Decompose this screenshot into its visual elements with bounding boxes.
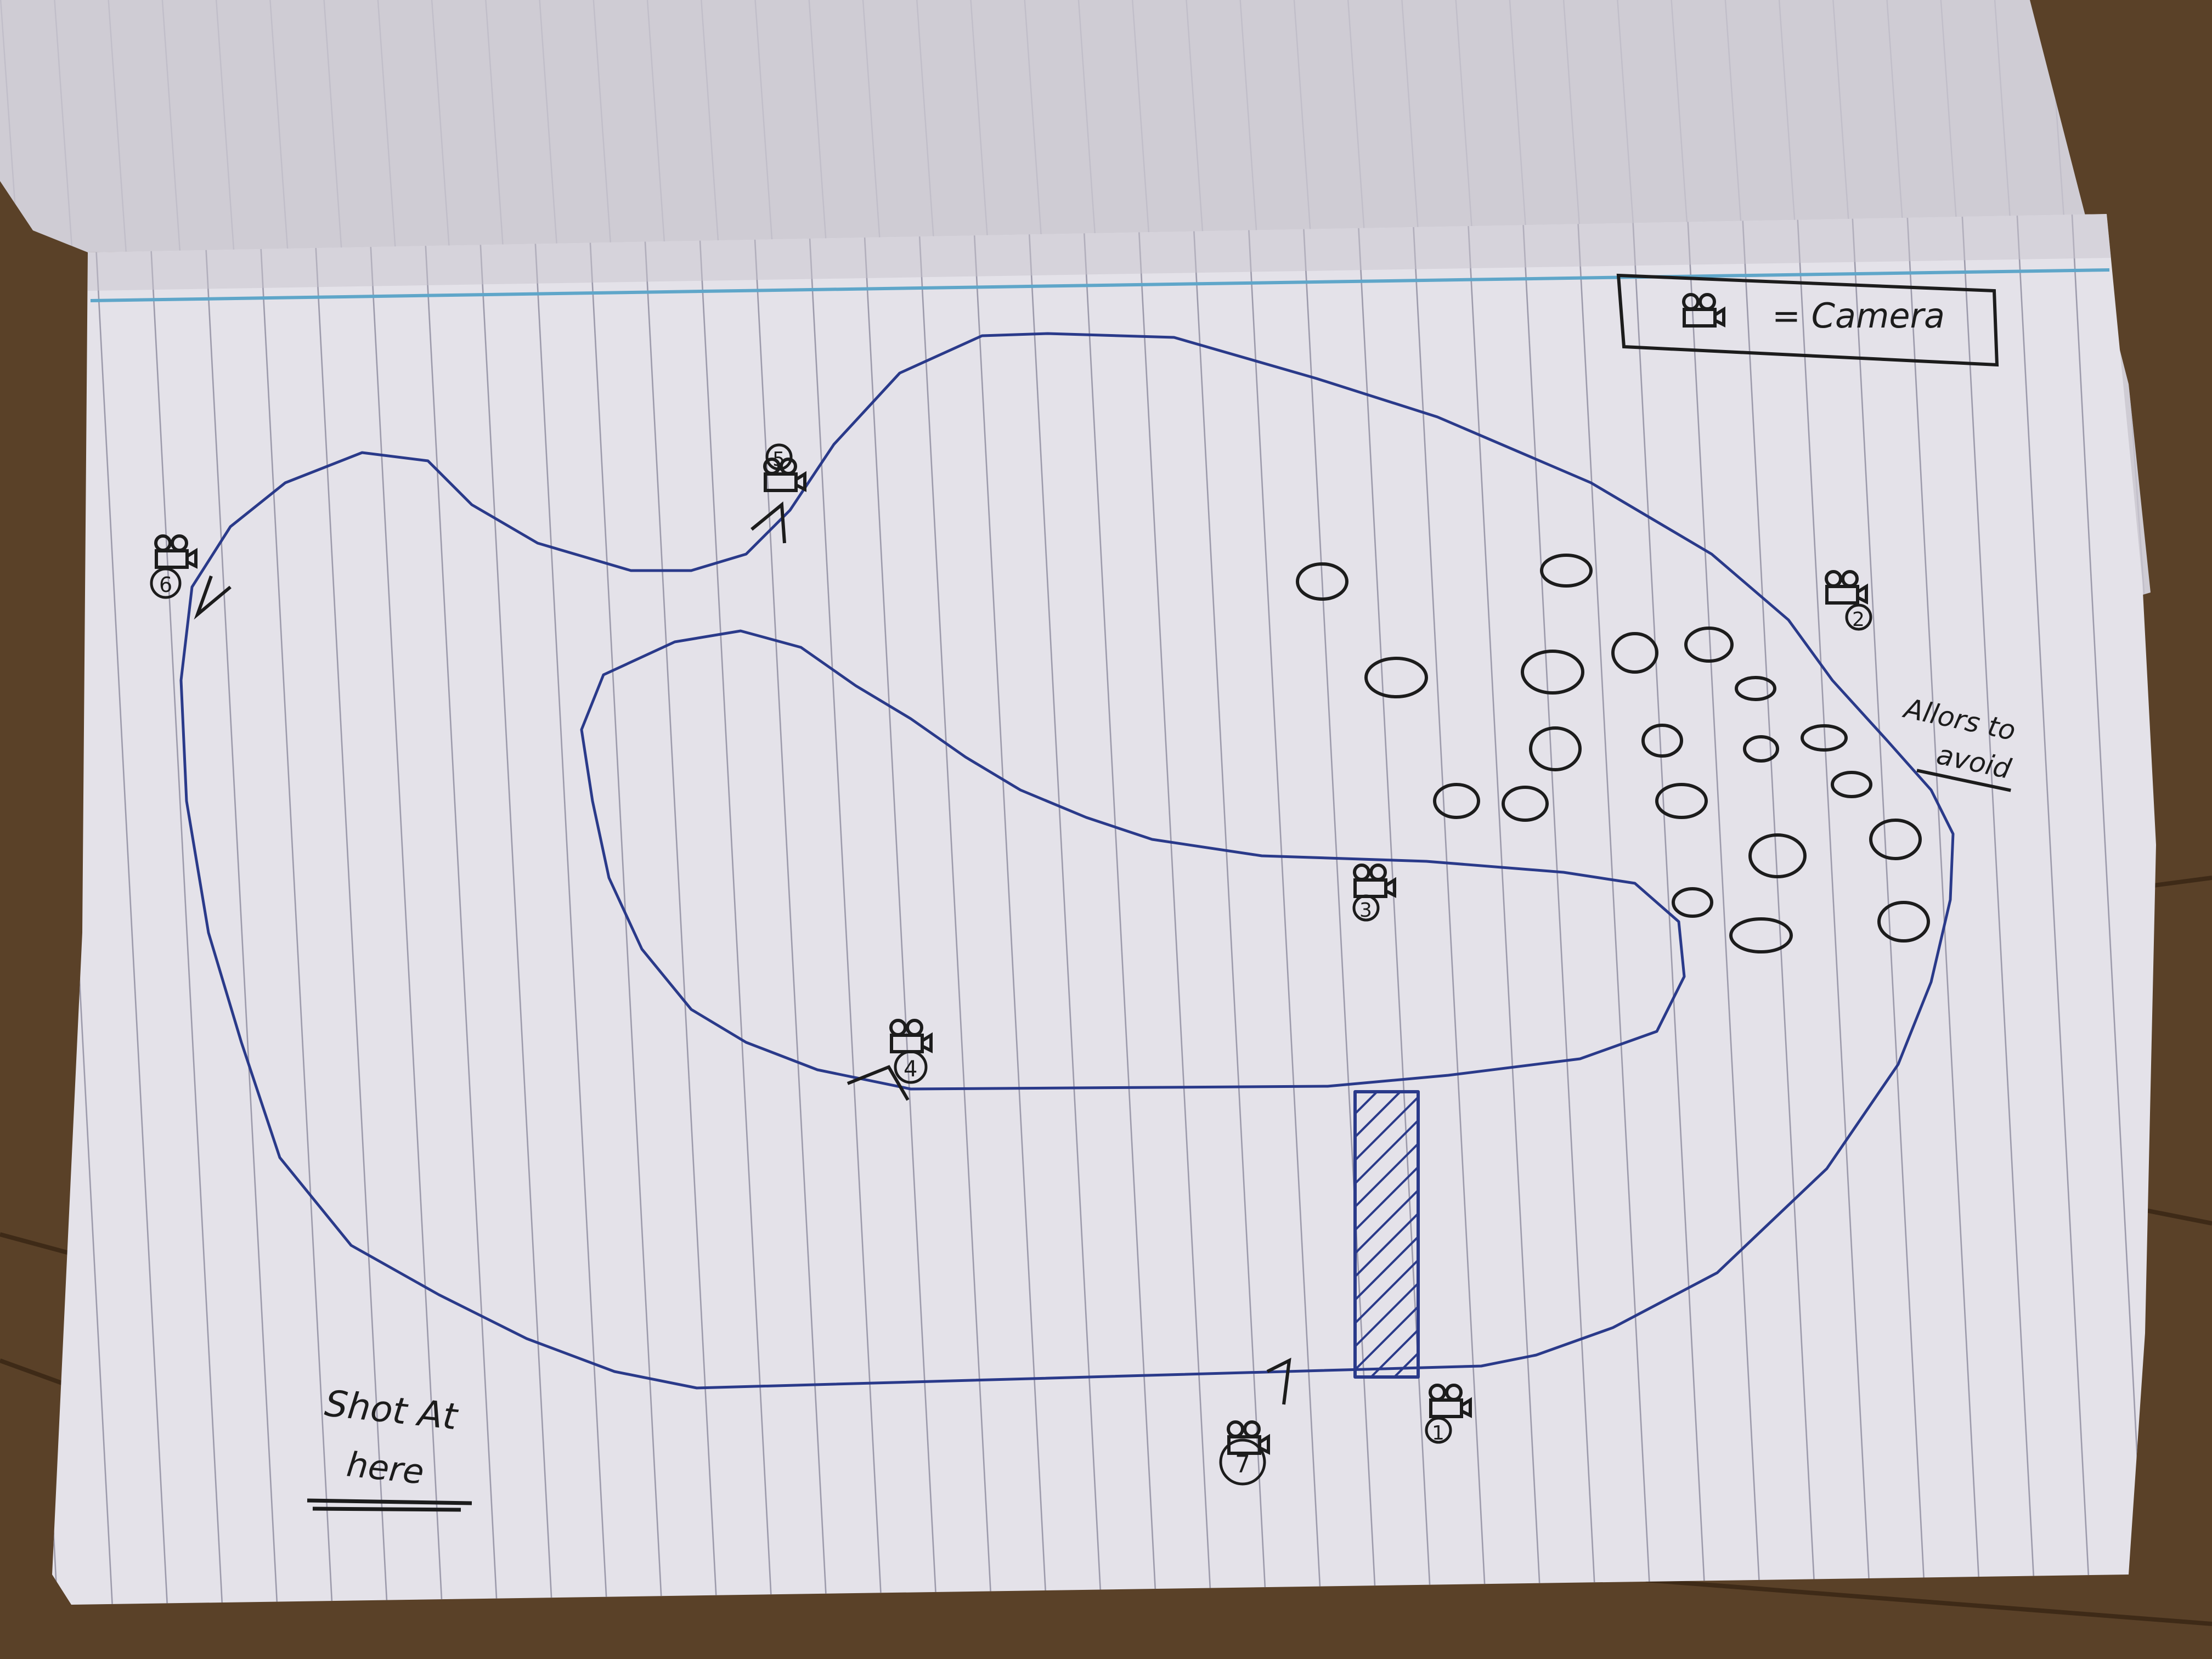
hazard-oval bbox=[1364, 657, 1428, 698]
hazard-oval bbox=[1748, 833, 1807, 878]
inner-island bbox=[580, 629, 1686, 1091]
hazard-oval bbox=[1743, 735, 1779, 763]
camera-number: 4 bbox=[904, 1057, 917, 1082]
legend-label: = Camera bbox=[1772, 296, 1945, 336]
page-fold-shadow bbox=[88, 214, 2112, 291]
hazard-field bbox=[1296, 554, 1930, 953]
hatched-obstacle bbox=[1353, 1090, 1420, 1379]
hazard-oval bbox=[1831, 771, 1872, 798]
hazard-oval bbox=[1729, 917, 1793, 953]
view-angle bbox=[194, 575, 232, 620]
hazard-oval bbox=[1296, 562, 1348, 601]
margin-line bbox=[90, 268, 2110, 302]
camera-number: 7 bbox=[1235, 1451, 1250, 1479]
hazard-oval bbox=[1735, 676, 1776, 701]
camera-1: 1 bbox=[1425, 1385, 1470, 1444]
hazard-oval bbox=[1641, 724, 1683, 758]
camera-2: 2 bbox=[1826, 572, 1872, 631]
view-angle bbox=[847, 1065, 910, 1101]
hazard-oval bbox=[1529, 726, 1582, 771]
hazard-oval bbox=[1877, 901, 1930, 943]
hazard-oval bbox=[1801, 724, 1848, 752]
camera-number: 2 bbox=[1852, 608, 1865, 631]
camera-number: 3 bbox=[1359, 899, 1372, 922]
hazard-oval bbox=[1540, 554, 1593, 588]
camera-5: 5 bbox=[751, 443, 805, 544]
camera-3: 3 bbox=[1352, 865, 1395, 922]
camera-number: 1 bbox=[1432, 1422, 1444, 1444]
shot-underline bbox=[307, 1498, 472, 1512]
previous-page bbox=[0, 0, 2151, 603]
hazard-oval bbox=[1521, 650, 1584, 695]
hazard-underline bbox=[1916, 769, 2011, 792]
camera-number: 5 bbox=[772, 448, 785, 471]
course-drawing bbox=[179, 332, 1955, 1390]
hazard-oval bbox=[1502, 786, 1549, 822]
legend-box: = Camera bbox=[1616, 273, 1999, 367]
hazard-oval bbox=[1869, 819, 1922, 860]
camera-number: 6 bbox=[159, 573, 172, 597]
camera-4: 4 bbox=[847, 1020, 931, 1101]
outer-boundary bbox=[179, 332, 1955, 1390]
hazard-oval bbox=[1672, 887, 1713, 918]
shot-label-line2: here bbox=[345, 1444, 426, 1492]
hazard-oval bbox=[1433, 783, 1480, 819]
camera-7: 7 bbox=[1219, 1357, 1291, 1486]
view-angle bbox=[751, 501, 786, 544]
camera-6: 6 bbox=[150, 536, 232, 620]
view-angle bbox=[1266, 1357, 1291, 1405]
hazard-oval bbox=[1611, 632, 1658, 674]
hazard-oval bbox=[1655, 783, 1708, 819]
hazard-oval bbox=[1684, 627, 1734, 663]
